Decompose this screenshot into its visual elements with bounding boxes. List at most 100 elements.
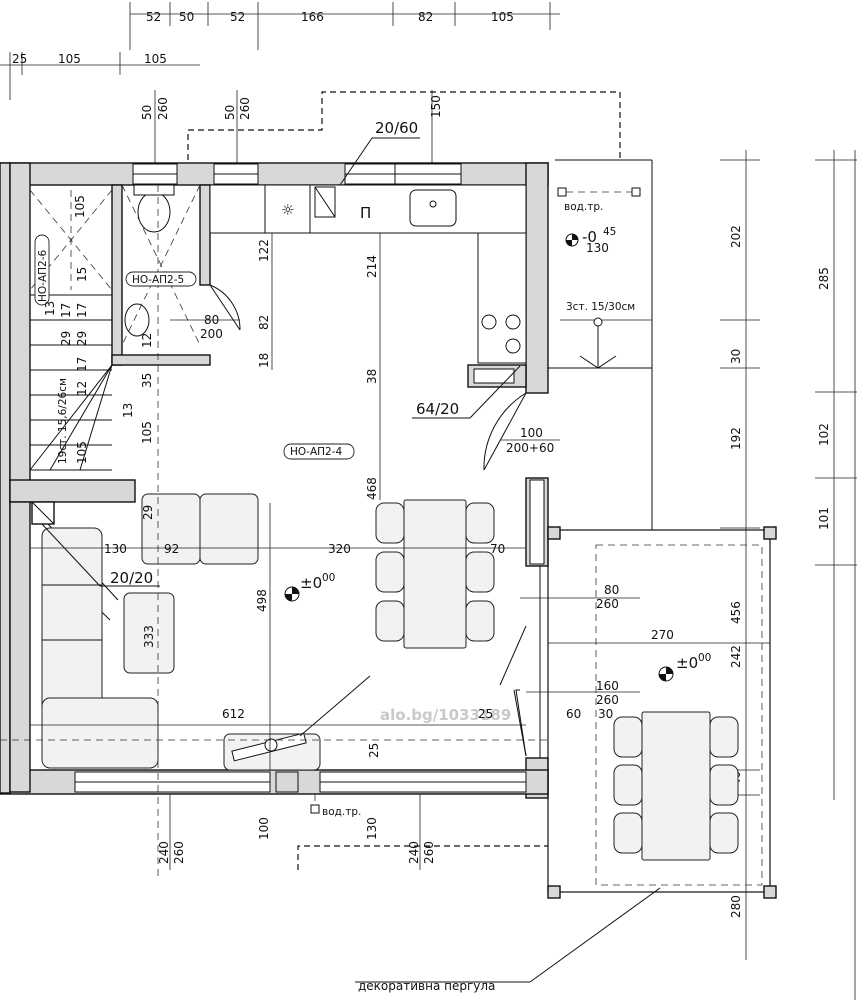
dim-214: 214 xyxy=(365,255,379,278)
dim-270: 270 xyxy=(651,628,674,642)
dim-60: 60 xyxy=(566,707,581,721)
level-zero-living-sup: 00 xyxy=(322,572,335,584)
label-lintel-64-20: 64/20 xyxy=(416,400,459,418)
dim-130-living: 130 xyxy=(104,542,127,556)
bottom-dim-260a: 260 xyxy=(172,841,186,864)
dim-333: 333 xyxy=(142,625,156,648)
heater-symbol: ☼ xyxy=(281,201,294,219)
bottom-dim-100: 100 xyxy=(257,817,271,840)
dim-320: 320 xyxy=(328,542,351,556)
dining-table-interior xyxy=(375,499,495,649)
interior-dimensions: 122 82 18 214 38 468 80 200 100 200+60 1… xyxy=(30,195,770,770)
dim-12: 12 xyxy=(140,333,154,348)
win-dim-50b: 50 xyxy=(223,105,237,120)
dim-100: 100 xyxy=(520,426,543,440)
dim-82: 82 xyxy=(257,315,271,330)
right-dim-280: 280 xyxy=(729,895,743,918)
dim-25-door: 25 xyxy=(478,707,493,721)
dim-70: 70 xyxy=(490,542,505,556)
annotations: 20/60 64/20 20/20 ±0 00 ±0 00 -0 45 вод.… xyxy=(41,119,711,993)
top-dim-52b: 52 xyxy=(230,10,245,24)
dim-29: 29 xyxy=(141,505,155,520)
dim-13b: 13 xyxy=(43,301,57,316)
bottom-dim-240b: 240 xyxy=(407,841,421,864)
level-zero-terrace: ±0 xyxy=(676,654,698,672)
room-tag-stair: НО-АП2-6 xyxy=(37,250,49,302)
level-markers xyxy=(284,233,674,682)
right-dim-30: 30 xyxy=(729,349,743,364)
room-tags: НО-АП2-4 НО-АП2-5 НО-АП2-6 xyxy=(34,234,355,460)
dim-260-a: 260 xyxy=(596,597,619,611)
right-dim-101: 101 xyxy=(817,507,831,530)
dim-25-bottom: 25 xyxy=(367,743,381,758)
win-dim-260b: 260 xyxy=(238,97,252,120)
drain-label-bottom: вод.тр. xyxy=(322,806,361,818)
bottom-dimensions: 240 260 100 130 240 260 xyxy=(157,794,436,870)
window-dims: 50 260 50 260 150 xyxy=(140,90,443,170)
dim-468: 468 xyxy=(365,477,379,500)
top-dim-82: 82 xyxy=(418,10,433,24)
top-dim-166: 166 xyxy=(301,10,324,24)
top-dim-105a: 105 xyxy=(58,52,81,66)
right-dimension-chains: 202 30 192 242 40 280 285 102 101 456 xyxy=(720,150,857,1000)
dim-12b: 12 xyxy=(75,381,89,396)
top-dim-52a: 52 xyxy=(146,10,161,24)
roof-outline-top xyxy=(187,91,621,160)
top-dim-105: 105 xyxy=(491,10,514,24)
dim-498: 498 xyxy=(255,589,269,612)
steps-stair-label: 19ст. 15,6/26см xyxy=(57,378,69,464)
dim-30: 30 xyxy=(598,707,613,721)
dim-260-b: 260 xyxy=(596,693,619,707)
dim-200: 200 xyxy=(200,327,223,341)
level-minus: -0 xyxy=(582,228,597,246)
pergola-label: декоративна пергула xyxy=(358,979,495,993)
dim-29b: 29 xyxy=(75,331,89,346)
dim-105-stair: 105 xyxy=(140,421,154,444)
tv-unit xyxy=(223,675,371,771)
dim-17b: 17 xyxy=(75,357,89,372)
roof-outline-bottom xyxy=(297,845,548,870)
dim-122: 122 xyxy=(257,239,271,262)
dim-15: 15 xyxy=(75,267,89,282)
right-dim-242: 242 xyxy=(729,645,743,668)
dim-105-stair2: 105 xyxy=(75,441,89,464)
dim-35: 35 xyxy=(140,373,154,388)
dim-38: 38 xyxy=(365,369,379,384)
fridge-symbol: П xyxy=(360,204,371,222)
top-dim-105b: 105 xyxy=(144,52,167,66)
bottom-dim-130: 130 xyxy=(365,817,379,840)
top-dim-25: 25 xyxy=(12,52,27,66)
dim-80: 80 xyxy=(204,313,219,327)
level-zero-living: ±0 xyxy=(300,574,322,592)
dim-29c: 29 xyxy=(59,331,73,346)
level-minus-sup: 45 xyxy=(603,226,616,238)
room-tag-kitchen: НО-АП2-4 xyxy=(290,446,342,458)
sofa xyxy=(41,493,259,769)
right-dim-202: 202 xyxy=(729,225,743,248)
terrace-dim-456: 456 xyxy=(729,601,743,624)
right-dim-102: 102 xyxy=(817,423,831,446)
dim-17c: 17 xyxy=(59,303,73,318)
bathroom-fixtures xyxy=(121,184,241,346)
watermark: alo.bg/1033189 xyxy=(380,706,511,724)
dim-92: 92 xyxy=(164,542,179,556)
exterior-walls xyxy=(0,162,549,799)
steps-terrace-label: 3ст. 15/30см xyxy=(566,301,635,313)
dim-13: 13 xyxy=(121,403,135,418)
bottom-dim-240a: 240 xyxy=(157,841,171,864)
level-zero-terrace-sup: 00 xyxy=(698,652,711,664)
top-dim-50: 50 xyxy=(179,10,194,24)
win-dim-150: 150 xyxy=(429,95,443,118)
label-lintel-20-60: 20/60 xyxy=(375,119,418,137)
room-tag-bath: НО-АП2-5 xyxy=(132,274,184,286)
win-dim-50a: 50 xyxy=(140,105,154,120)
dim-105-bath: 105 xyxy=(73,195,87,218)
dim-18: 18 xyxy=(257,353,271,368)
dim-80-b: 80 xyxy=(604,583,619,597)
dim-130-terrace: 130 xyxy=(586,241,609,255)
right-dim-192: 192 xyxy=(729,427,743,450)
kitchen-counter: П ☼ xyxy=(209,184,527,388)
win-dim-260a: 260 xyxy=(156,97,170,120)
terrace xyxy=(547,159,777,899)
